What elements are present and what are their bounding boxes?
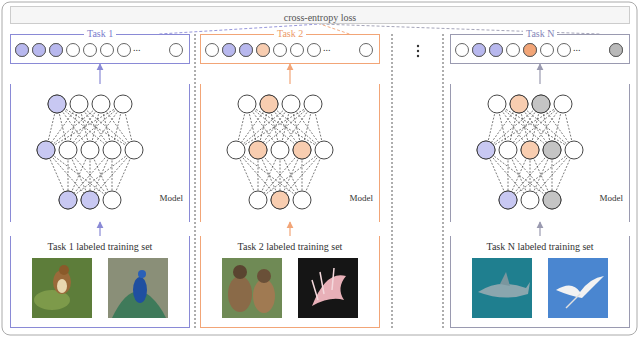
loss-link	[320, 24, 349, 34]
training-set-label: Task 1 labeled training set	[48, 241, 153, 253]
flow-arrow	[99, 64, 100, 84]
training-set-label: Task N labeled training set	[486, 241, 593, 253]
flow-arrow	[99, 222, 100, 236]
flow-arrow	[539, 64, 540, 84]
task-title: Task N	[523, 28, 557, 40]
task-title: Task 2	[274, 28, 306, 40]
loss-link	[320, 24, 599, 34]
flow-arrow	[289, 64, 290, 84]
output-layer-box: Task 1	[10, 34, 190, 64]
training-set-box: Task 2 labeled training set	[200, 236, 380, 328]
model-region: Model	[200, 84, 380, 222]
loss-box: cross-entropy loss	[10, 6, 630, 24]
model-label: Model	[600, 192, 624, 204]
ellipsis-label: ...	[133, 42, 141, 54]
flow-arrow	[539, 222, 540, 236]
flow-arrow	[289, 222, 290, 236]
output-layer-box: Task N	[450, 34, 630, 64]
model-region: Model	[10, 84, 190, 222]
task-title: Task 1	[84, 28, 116, 40]
model-label: Model	[350, 192, 374, 204]
training-set-box: Task N labeled training set	[450, 236, 630, 328]
ellipsis-label: ...	[573, 42, 581, 54]
model-label: Model	[160, 192, 184, 204]
model-region: Model	[450, 84, 630, 222]
training-set-label: Task 2 labeled training set	[238, 241, 343, 253]
loss-label: cross-entropy loss	[284, 10, 357, 26]
output-layer-box: Task 2	[200, 34, 380, 64]
training-set-box: Task 1 labeled training set	[10, 236, 190, 328]
ellipsis-label: ...	[323, 42, 331, 54]
